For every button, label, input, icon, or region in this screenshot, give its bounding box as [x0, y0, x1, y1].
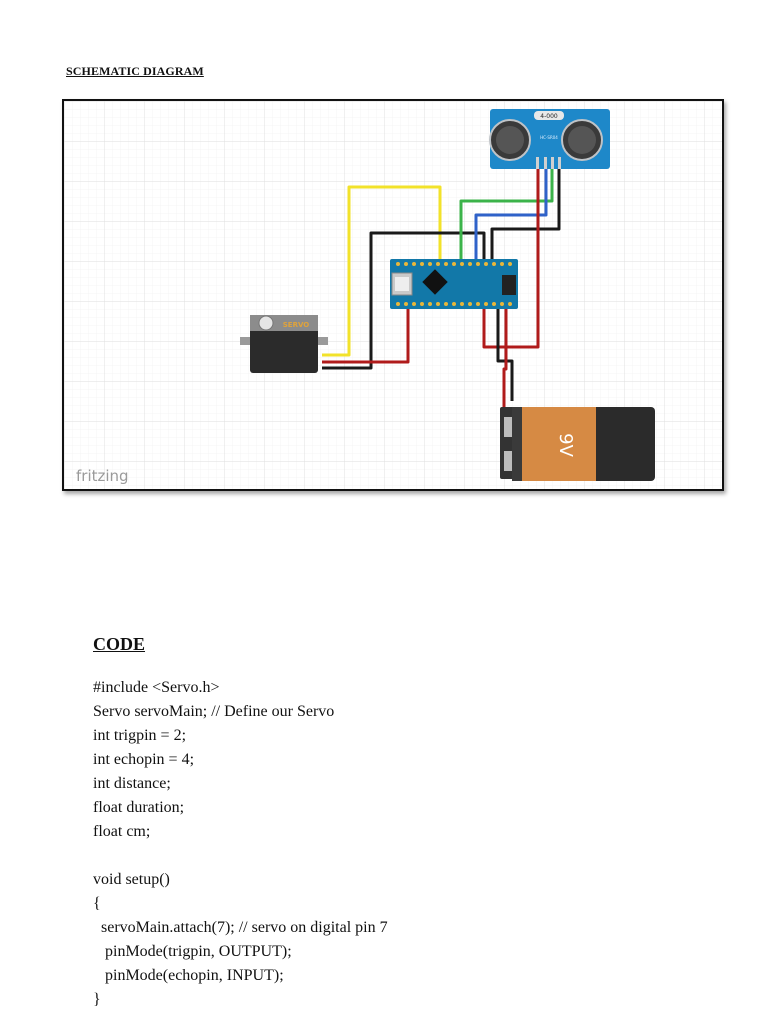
servo-horn — [258, 315, 274, 331]
icsp-header — [502, 275, 516, 295]
battery-terminal-2 — [504, 451, 514, 471]
code-line: Servo servoMain; // Define our Servo — [93, 703, 335, 720]
sensor-crystal-label: 4-000 — [540, 113, 558, 120]
wire-green — [459, 169, 554, 261]
servo-label: SERVO — [283, 321, 310, 329]
wire-black-servo — [322, 231, 486, 370]
code-line: float duration; — [93, 799, 185, 816]
code-line: float cm; — [93, 823, 151, 840]
wire-red-servo — [322, 309, 410, 364]
sensor-transducer-left-inner — [496, 126, 524, 154]
code-line: servoMain.attach(7); // servo on digital… — [93, 919, 388, 936]
code-line: } — [93, 991, 101, 1008]
code-line: { — [93, 895, 101, 912]
wire-red-battery — [502, 309, 508, 411]
code-line: int echopin = 4; — [93, 751, 195, 768]
wires — [322, 169, 561, 411]
battery-9v: 9V — [500, 407, 655, 481]
wire-yellow — [322, 185, 442, 357]
battery-terminal-1 — [504, 417, 514, 437]
schematic-heading: SCHEMATIC DIAGRAM — [66, 64, 204, 78]
fritzing-watermark: fritzing — [76, 467, 129, 485]
schematic-diagram: 4-000 HC-SR04 — [62, 99, 724, 491]
sensor-crystal — [534, 111, 564, 120]
code-line: #include <Servo.h> — [93, 679, 220, 696]
code-line: void setup() — [93, 871, 170, 888]
code-block: #include <Servo.h> Servo servoMain; // De… — [93, 676, 693, 1012]
ultrasonic-sensor: 4-000 HC-SR04 — [489, 109, 610, 169]
wire-red-sensor — [482, 169, 540, 349]
servo-motor: SERVO — [240, 315, 328, 373]
code-heading: CODE — [93, 634, 146, 654]
battery-label-band — [512, 407, 596, 481]
code-line: int distance; — [93, 775, 171, 792]
code-line — [93, 844, 693, 868]
code-line: pinMode(echopin, INPUT); — [93, 967, 284, 984]
arduino-board — [390, 259, 518, 309]
sensor-transducer-right-inner — [568, 126, 596, 154]
microcontroller-chip — [422, 269, 448, 295]
schematic-canvas: 4-000 HC-SR04 — [64, 101, 722, 489]
code-line: pinMode(trigpin, OUTPUT); — [93, 943, 292, 960]
battery-label: 9V — [555, 433, 576, 457]
arduino-nano — [390, 259, 518, 309]
wire-blue — [474, 169, 548, 261]
sensor-model-label: HC-SR04 — [540, 135, 558, 140]
code-line: int trigpin = 2; — [93, 727, 187, 744]
wire-black-sensor — [490, 169, 561, 261]
